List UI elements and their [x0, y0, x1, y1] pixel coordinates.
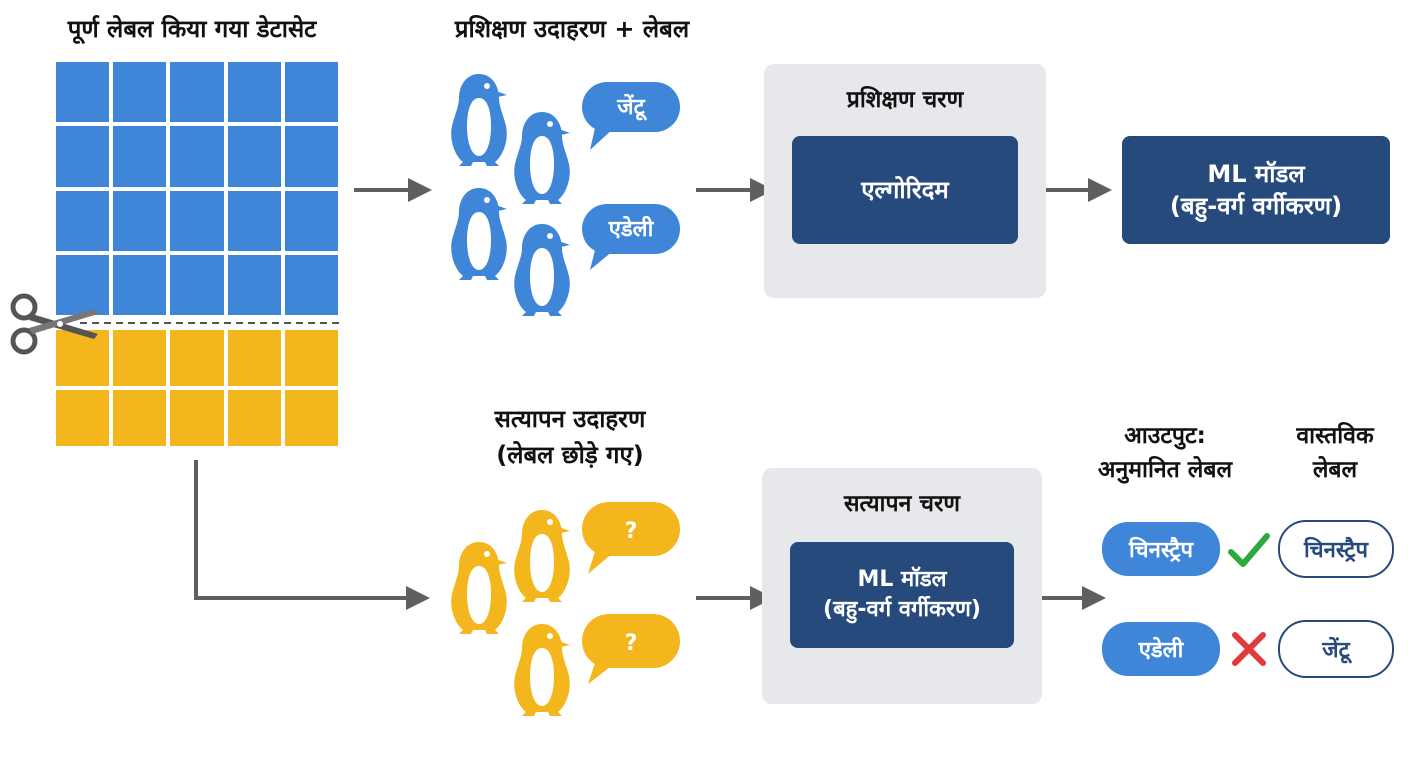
predicted-label-row2: एडेली — [1102, 622, 1220, 676]
predicted-label-row1: चिनस्ट्रैप — [1102, 522, 1220, 576]
validation-model-line1: ML मॉडल — [857, 567, 947, 593]
cross-icon — [1232, 632, 1266, 666]
validation-examples-title-line1: सत्यापन उदाहरण — [494, 405, 646, 433]
actual-label-text-row1: चिनस्ट्रैप — [1303, 538, 1369, 563]
validation-examples-title-line2: (लेबल छोड़े गए) — [496, 441, 644, 469]
dataset-grid-yellow — [56, 330, 338, 446]
ml-model-line2: (बहु-वर्ग वर्गीकरण) — [1169, 192, 1343, 220]
speech-bubble-2 — [582, 204, 680, 270]
actual-label-row1: चिनस्ट्रैप — [1278, 520, 1394, 578]
predicted-label-text-row1: चिनस्ट्रैप — [1128, 538, 1194, 563]
training-stage-title: प्रशिक्षण चरण — [846, 87, 964, 113]
question-bubble-1 — [582, 502, 680, 574]
scissors-icon — [10, 293, 98, 355]
ml-model-line1: ML मॉडल — [1207, 159, 1305, 188]
penguin-icon — [514, 510, 570, 602]
bubble-label-gentoo: जेंटू — [616, 93, 647, 121]
ml-model-box: ML मॉडल (बहु-वर्ग वर्गीकरण) — [1122, 136, 1390, 244]
dataset-grid-blue — [56, 62, 338, 315]
algorithm-box: एल्गोरिदम — [792, 136, 1018, 244]
dataset-title: पूर्ण लेबल किया गया डेटासेट — [67, 15, 317, 43]
actual-label-row2: जेंटू — [1278, 620, 1394, 678]
bubble-label-adelie: एडेली — [608, 215, 655, 242]
speech-bubble-1 — [582, 82, 680, 150]
actual-label-text-row2: जेंटू — [1322, 638, 1350, 663]
validation-model-line2: (बहु-वर्ग वर्गीकरण) — [823, 597, 981, 622]
actual-header-line2: लेबल — [1312, 457, 1358, 483]
predicted-label-text-row2: एडेली — [1138, 638, 1184, 663]
question-mark-1: ? — [625, 519, 638, 544]
algorithm-label: एल्गोरिदम — [861, 175, 949, 204]
actual-header-line1: वास्तविक — [1296, 423, 1374, 449]
check-icon — [1228, 533, 1270, 567]
penguin-icon — [514, 624, 570, 716]
question-mark-2: ? — [625, 631, 638, 656]
penguin-icon — [451, 542, 507, 634]
output-header-line2: अनुमानित लेबल — [1097, 457, 1233, 483]
training-examples-title: प्रशिक्षण उदाहरण + लेबल — [454, 15, 690, 43]
question-bubble-2 — [582, 614, 680, 684]
output-header-line1: आउटपुट: — [1124, 423, 1206, 449]
validation-model-box: ML मॉडल (बहु-वर्ग वर्गीकरण) — [790, 542, 1014, 648]
validation-stage-title: सत्यापन चरण — [844, 491, 960, 517]
